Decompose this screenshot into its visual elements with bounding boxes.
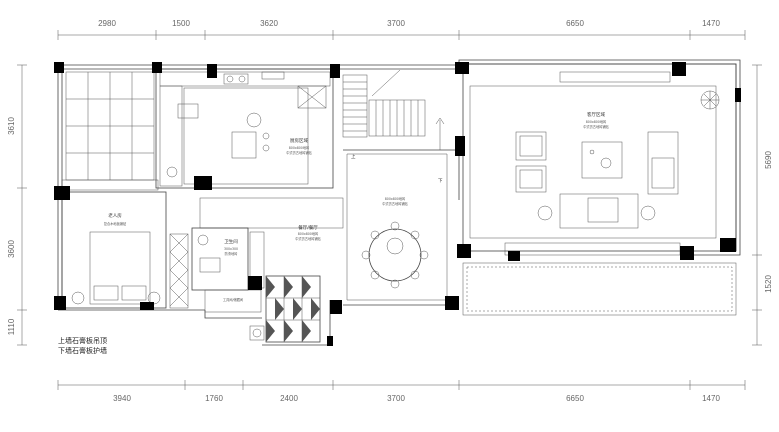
- dim-top-4: 3700: [387, 19, 405, 28]
- center-spec: 800x800地砖: [385, 196, 406, 201]
- note-line-2: 下墙石膏板护墙: [58, 346, 107, 355]
- bath-note: 防滑地砖: [225, 251, 239, 256]
- dim-left-2: 3600: [7, 240, 16, 258]
- dining-note: 中式仿古地砖铺贴: [295, 236, 321, 241]
- kitchen-note: 中式仿古地砖铺贴: [286, 150, 312, 155]
- dining-area: 800x800地砖 中式仿古地砖铺贴 餐厅/餐厅 800x800地砖 中式仿古地…: [199, 149, 460, 301]
- dimension-top: 2980 1500 3620 3700 6650 1470: [57, 19, 746, 40]
- dim-left-1: 3610: [7, 117, 16, 135]
- balcony-grid: [61, 71, 159, 191]
- note-line-1: 上墙石膏板吊顶: [58, 336, 107, 345]
- storage-name: 工具间/储藏间: [223, 297, 243, 302]
- dim-top-3: 3620: [260, 19, 278, 28]
- living-name: 客厅区域: [587, 111, 605, 118]
- stairs-up-label: 上: [351, 153, 356, 160]
- dimension-left: 3610 3600 1110: [7, 64, 27, 346]
- living-room: 客厅区域 800x800地砖 中式仿古地砖铺贴: [462, 63, 737, 252]
- staircase: 上 下: [342, 69, 445, 184]
- dim-bottom-3: 2400: [280, 394, 298, 403]
- dining-spec: 800x800地砖: [298, 231, 319, 236]
- center-note: 中式仿古地砖铺贴: [382, 201, 408, 206]
- dim-bottom-1: 3940: [113, 394, 131, 403]
- kitchen-spec: 800x800地砖: [289, 145, 310, 150]
- bath-name: 卫生间: [224, 238, 238, 245]
- bath-spec: 300x300: [224, 247, 238, 251]
- elder-room: 老人房 复合木地板铺贴: [61, 191, 189, 309]
- dim-bottom-6: 1470: [702, 394, 720, 403]
- storage-room: 工具间/储藏间: [204, 289, 262, 313]
- kitchen-room: 厨房区域 800x800地砖 中式仿古地砖铺贴: [155, 68, 334, 189]
- dining-name: 餐厅/餐厅: [298, 224, 318, 231]
- dim-left-3: 1110: [7, 318, 16, 335]
- dim-top-1: 2980: [98, 19, 116, 28]
- dim-bottom-5: 6650: [566, 394, 584, 403]
- dim-top-2: 1500: [172, 19, 190, 28]
- dim-top-6: 1470: [702, 19, 720, 28]
- elder-name: 老人房: [108, 212, 122, 219]
- dim-top-5: 6650: [566, 19, 584, 28]
- structural-columns: [54, 62, 741, 346]
- dimension-right: 5690 1520: [752, 64, 773, 346]
- dim-bottom-4: 3700: [387, 394, 405, 403]
- stairs-down-label: 下: [438, 178, 443, 184]
- terrace: [462, 242, 737, 316]
- entrance-floor: [249, 275, 321, 343]
- dim-right-1: 5690: [764, 151, 773, 169]
- elder-note: 复合木地板铺贴: [104, 221, 127, 226]
- dimension-bottom: 3940 1760 2400 3700 6650 1470: [57, 380, 746, 403]
- dim-bottom-2: 1760: [205, 394, 223, 403]
- kitchen-name: 厨房区域: [290, 137, 308, 144]
- living-spec: 800x800地砖: [586, 119, 607, 124]
- living-note: 中式仿古地砖铺贴: [583, 124, 609, 129]
- dim-right-2: 1520: [764, 275, 773, 293]
